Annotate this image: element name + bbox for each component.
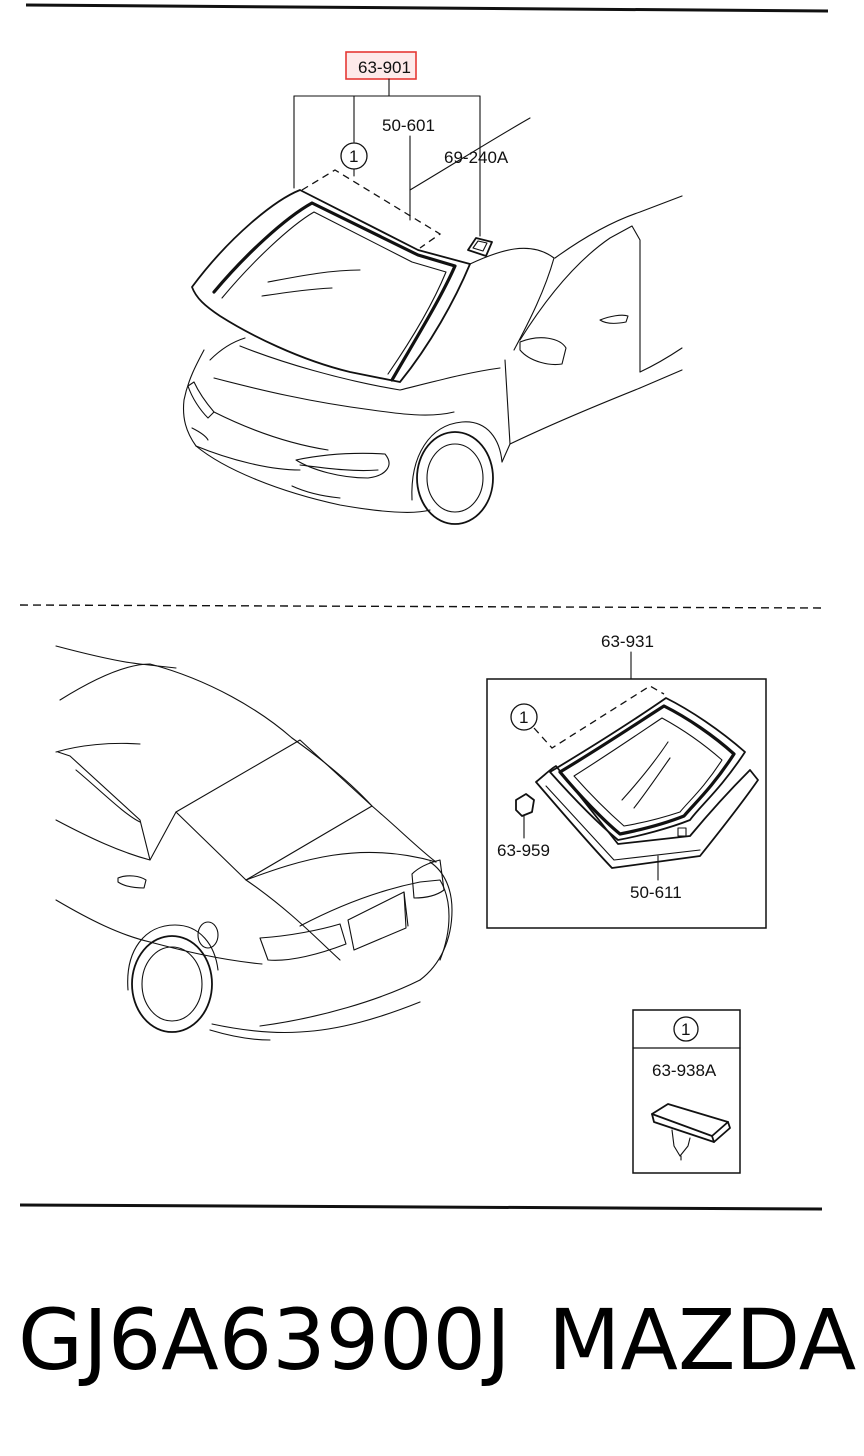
legend-callout-circle (673, 1016, 699, 1042)
legend-box: 1 63-938A (632, 1009, 741, 1174)
windshield-fastener-label[interactable]: 69-240A (444, 148, 509, 167)
rear-window-detail: 63-931 1 63-959 50-611 (486, 632, 767, 929)
windshield-part-highlight[interactable] (345, 51, 417, 80)
rear-window-part-label[interactable]: 63-931 (601, 632, 654, 651)
top-border (25, 3, 829, 13)
front-windshield-group: 63-901 50-601 69-240A 1 (182, 51, 683, 525)
legend-part-label[interactable]: 63-938A (652, 1061, 717, 1080)
section-divider (19, 604, 823, 609)
rear-detail-box (486, 678, 767, 929)
legend-box-frame (632, 1009, 741, 1174)
footer: GJ6A63900J MAZDA (0, 1290, 864, 1400)
rear-callout-number: 1 (519, 708, 528, 727)
part-number: GJ6A63900J (18, 1291, 511, 1389)
rear-spacer-label[interactable]: 63-959 (497, 841, 550, 860)
parts-diagram: 63-901 50-601 69-240A 1 (19, 3, 829, 1211)
brand-name: MAZDA (548, 1291, 857, 1389)
windshield-molding-label[interactable]: 50-601 (382, 116, 435, 135)
rear-car-body (55, 645, 453, 1041)
bottom-border (19, 1203, 823, 1211)
windshield-part-label[interactable]: 63-901 (358, 58, 411, 77)
legend-callout-number: 1 (681, 1020, 690, 1039)
front-callout-number: 1 (349, 147, 358, 166)
rear-callout-circle (510, 703, 538, 731)
rear-molding-label[interactable]: 50-611 (630, 883, 682, 902)
